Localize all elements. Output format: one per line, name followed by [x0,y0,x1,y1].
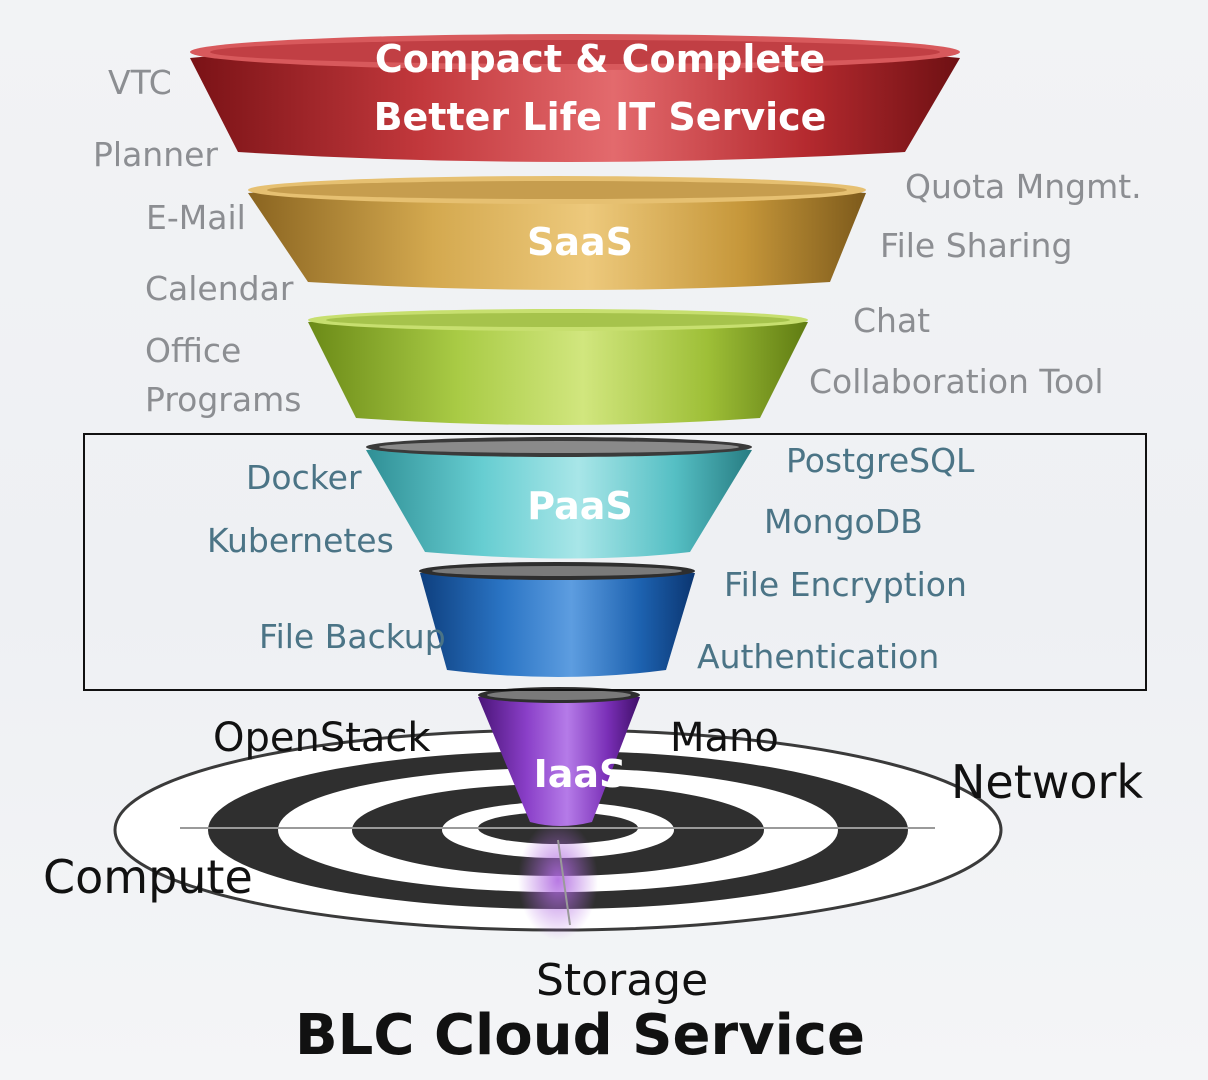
paas-label-authentication: Authentication [697,637,940,676]
saas-label-planner: Planner [93,135,218,174]
saas-label-calendar: Calendar [145,269,294,308]
paas-label-kubernetes: Kubernetes [207,521,394,560]
paas-label-postgresql: PostgreSQL [786,441,975,480]
header-title-line1: Compact & Complete [374,37,826,81]
saas-label-email: E-Mail [146,198,246,237]
service-funnel-layer [190,34,960,162]
paas-label-file-encryption: File Encryption [724,565,967,604]
paas-highlight-box [83,433,1147,691]
saas-lower-funnel-layer [308,309,808,425]
paas-title: PaaS [527,484,633,528]
paas-label-mongodb: MongoDB [764,502,923,541]
paas-funnel-layer [366,437,752,559]
infra-label-network: Network [951,755,1144,809]
saas-label-chat: Chat [853,301,931,340]
saas-label-vtc: VTC [108,63,172,102]
iaas-funnel-layer [478,687,640,826]
iaas-label-openstack: OpenStack [213,715,431,761]
saas-funnel-layer [248,176,866,290]
infra-label-compute: Compute [43,850,253,904]
infra-label-storage: Storage [536,955,709,1006]
saas-label-file-sharing: File Sharing [880,226,1073,265]
saas-label-collaboration: Collaboration Tool [809,362,1104,401]
saas-title: SaaS [526,220,634,264]
paas-lower-funnel-layer [419,562,695,677]
header-title-line2: Better Life IT Service [373,95,827,139]
iaas-label-mano: Mano [670,715,779,761]
saas-label-office: Office [145,331,242,370]
saas-label-programs: Programs [145,380,302,419]
saas-label-quota: Quota Mngmt. [905,167,1142,206]
target-rings [113,728,1003,940]
iaas-title: IaaS [533,752,627,796]
paas-label-file-backup: File Backup [259,617,446,656]
paas-label-docker: Docker [246,458,362,497]
footer-title: BLC Cloud Service [295,1003,865,1068]
